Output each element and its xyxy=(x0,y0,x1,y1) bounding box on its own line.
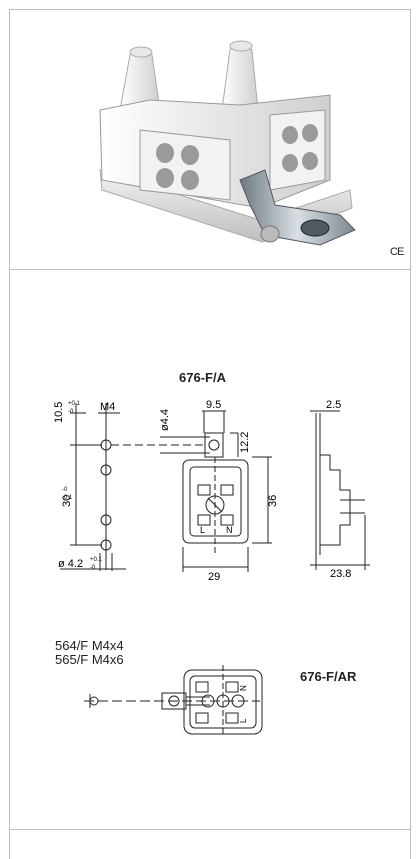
dim-36: 36 xyxy=(267,495,279,507)
dim-dia-4-4: ø4.4 xyxy=(159,409,171,431)
drawing-b: N L xyxy=(84,665,263,737)
dim-9-5: 9.5 xyxy=(206,399,221,411)
terminal-l-b: L xyxy=(239,718,248,723)
accessory-1: 564/F M4x4 xyxy=(55,638,124,653)
dim-dia-4-2-sub: -0 xyxy=(90,565,96,571)
terminal-n-b: N xyxy=(239,685,248,691)
dim-m4: M4 xyxy=(100,401,115,413)
dim-29: 29 xyxy=(208,571,220,580)
terminal-l-a: L xyxy=(200,525,205,535)
divider-bottom xyxy=(9,829,411,830)
dim-30-sub: -0.1 xyxy=(62,495,73,501)
drawing-a: M4 10.5 +0.1 -0 ø4.4 9.5 12.2 36 29 30 -… xyxy=(53,399,370,580)
product-image xyxy=(99,40,356,246)
drawing-title-b: 676-F/AR xyxy=(300,669,357,684)
dim-12-2: 12.2 xyxy=(239,432,251,453)
dim-30: 30 xyxy=(61,495,73,507)
dim-10-5-sub: -0 xyxy=(68,409,74,415)
ce-mark: CE xyxy=(390,246,404,258)
accessory-2: 565/F M4x6 xyxy=(55,652,124,667)
divider-top xyxy=(9,269,411,270)
terminal-n-a: N xyxy=(226,525,233,535)
catalog-frame xyxy=(9,9,411,859)
dim-10-5-sup: +0.1 xyxy=(68,401,81,407)
dim-dia-4-2: ø 4.2 xyxy=(58,558,83,570)
dim-23-8: 23.8 xyxy=(330,568,351,580)
dim-2-5: 2.5 xyxy=(326,399,341,411)
drawing-title-a: 676-F/A xyxy=(179,370,226,385)
dim-dia-4-2-sup: +0.1 xyxy=(90,557,103,563)
dim-10-5: 10.5 xyxy=(53,402,65,423)
dim-30-sup: -0 xyxy=(62,487,68,493)
